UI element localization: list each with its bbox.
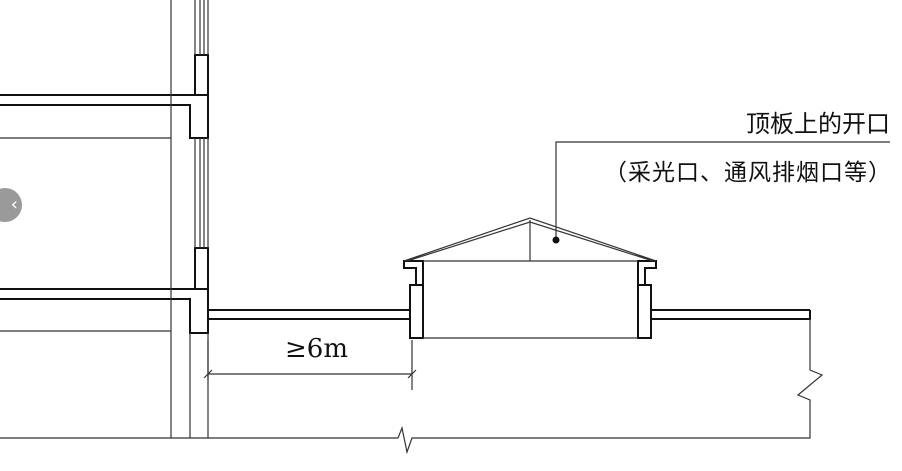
skylight-ceiling: [423, 220, 638, 339]
prev-button[interactable]: ‹: [0, 188, 22, 222]
leader-dot: [552, 236, 560, 244]
roof-slab-right: [651, 309, 811, 320]
roof-slab-left: [208, 309, 410, 320]
upper-floor-slab: [0, 54, 209, 139]
skylight-right-wall: [637, 260, 657, 339]
window-lines: [194, 0, 209, 248]
lower-floor-slab: [0, 247, 209, 334]
skylight-left-wall: [403, 260, 424, 339]
chevron-left-icon: ‹: [10, 194, 18, 215]
leader-line: [555, 141, 890, 240]
dimension-line: [203, 340, 417, 390]
ground-line: [0, 319, 824, 455]
wall-line: [0, 0, 209, 438]
distance-dimension-label: ≥6m: [285, 334, 348, 364]
opening-examples-label: （采光口、通风排烟口等）: [604, 160, 892, 186]
opening-title-label: 顶板上的开口: [746, 110, 890, 138]
